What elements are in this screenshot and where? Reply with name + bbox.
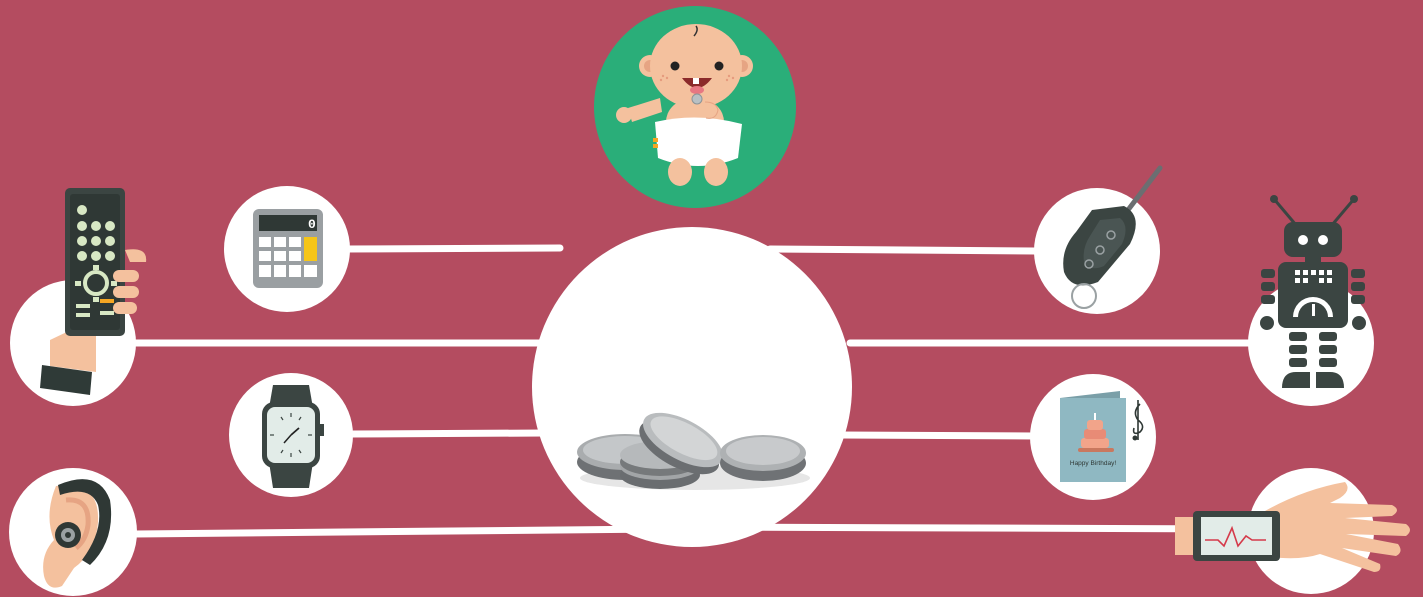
connector-watch	[350, 433, 545, 434]
center-circle	[532, 227, 852, 547]
calculator-display-text: 0	[308, 217, 316, 232]
device-greeting-card-node: Happy Birthday!	[1030, 374, 1156, 500]
connector-car-key	[770, 249, 1035, 251]
card-greeting-text: Happy Birthday!	[1070, 460, 1116, 467]
device-calculator-node: 0	[224, 186, 350, 312]
connector-hearing-aid	[135, 529, 665, 534]
connector-calculator	[345, 248, 560, 249]
calculator-icon: 0	[253, 209, 323, 288]
connector-health-monitor	[690, 527, 1255, 529]
hero-baby-node	[594, 6, 796, 208]
center-node	[532, 227, 852, 547]
device-hearing-aid-node	[9, 468, 137, 596]
device-smartwatch-node	[229, 373, 353, 497]
connector-card	[840, 435, 1035, 436]
